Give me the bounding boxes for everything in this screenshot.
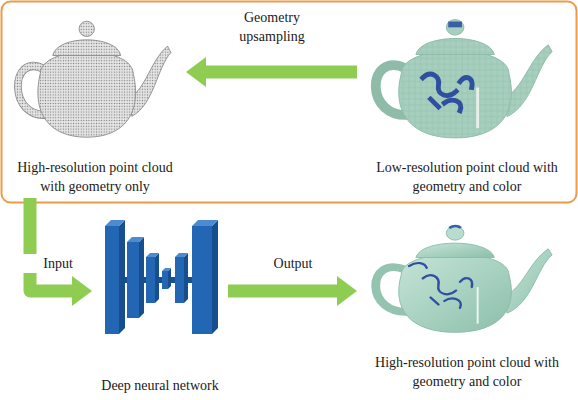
network-blocks-part	[139, 237, 144, 318]
network-blocks-part	[127, 242, 139, 318]
arrow-head	[72, 276, 92, 306]
network-blocks-part	[155, 253, 159, 303]
network-blocks-part	[162, 271, 168, 289]
image-panel: High-resolution point cloud with geometr…	[357, 212, 577, 393]
teapot-geometry-part	[79, 21, 94, 36]
teapot-geometry-part	[129, 46, 171, 116]
network-blocks-part	[192, 220, 218, 226]
network-blocks-part	[192, 226, 212, 334]
panel-caption: Low-resolution point cloud with geometry…	[375, 158, 559, 196]
flow-arrow	[30, 198, 92, 306]
arrow-label: Input	[16, 254, 100, 273]
arrow-label: Geometry upsampling	[224, 8, 320, 46]
arrow-head	[186, 57, 206, 87]
teapot-low-res	[376, 20, 552, 138]
teapot-low-res-part	[423, 74, 472, 111]
group-frame	[2, 2, 577, 203]
panel-caption: High-resolution point cloud with geometr…	[375, 353, 559, 391]
teapot-geometry-part	[38, 52, 136, 138]
teapot-output-part	[446, 226, 464, 240]
panel-caption: High-resolution point cloud with geometr…	[4, 158, 186, 196]
image-panel: High-resolution point cloud with geometr…	[4, 6, 186, 198]
arrow-head	[337, 276, 357, 306]
network-blocks-part	[146, 257, 155, 303]
teapot-output-part	[477, 287, 479, 324]
network-blocks-part	[175, 257, 184, 303]
network-blocks-part	[184, 253, 188, 303]
network-blocks-part	[105, 226, 119, 334]
teapot-geometry-part	[53, 40, 121, 56]
arrow-shaft	[228, 285, 339, 298]
teapot-output-part	[504, 249, 552, 313]
arrow-shaft	[30, 198, 74, 291]
teapot-output	[376, 226, 552, 332]
teapot-output-part	[409, 263, 472, 308]
image-panel: Deep neural network	[92, 212, 228, 397]
teapot-output-part	[449, 226, 461, 228]
network-blocks-part	[119, 220, 125, 334]
teapot-low-res-part	[446, 20, 464, 36]
network-blocks-part	[105, 220, 125, 226]
arrow-label: Output	[251, 254, 335, 273]
network-blocks-part	[175, 253, 188, 257]
teapot-low-res-part	[399, 51, 512, 138]
image-panel: Low-resolution point cloud with geometry…	[357, 6, 577, 198]
network-blocks-part	[146, 253, 159, 257]
network-blocks-part	[162, 268, 171, 271]
arrow-shaft	[204, 66, 357, 79]
teapot-output-part	[399, 254, 512, 332]
teapot-low-res-part	[448, 22, 462, 28]
teapot-low-res-part	[416, 38, 494, 54]
teapot-output-part	[416, 243, 494, 257]
network-blocks-part	[127, 237, 144, 242]
flow-arrow	[186, 57, 357, 87]
network-blocks	[105, 220, 218, 334]
panel-caption: Deep neural network	[92, 376, 228, 395]
flow-arrow	[228, 276, 357, 306]
teapot-low-res-part	[504, 45, 552, 117]
network-blocks-part	[212, 220, 218, 334]
network-blocks-part	[168, 268, 171, 289]
teapot-low-res-part	[476, 87, 479, 128]
teapot-geometry	[18, 21, 171, 137]
